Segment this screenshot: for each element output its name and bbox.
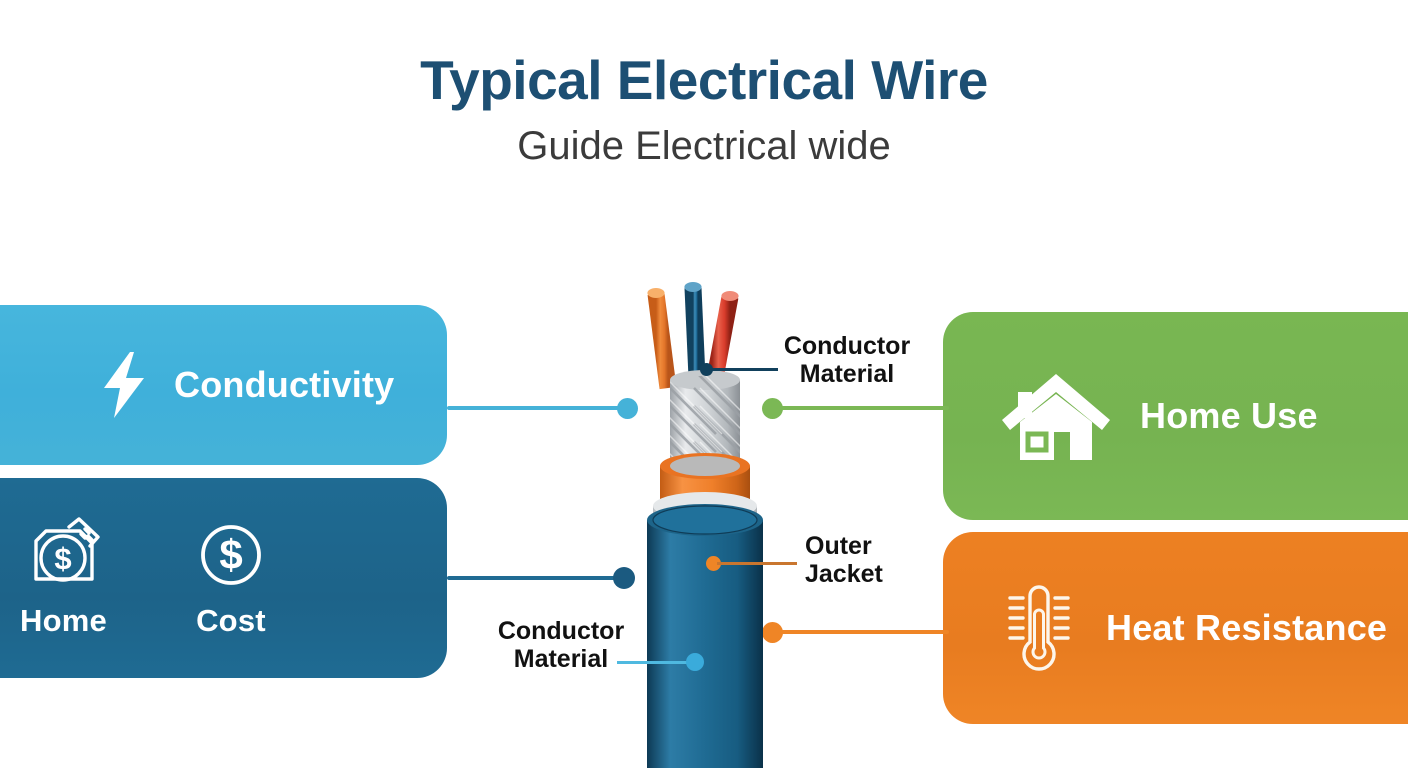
callout-leader-conductor-material-top [706, 368, 778, 371]
svg-text:$: $ [55, 541, 72, 576]
svg-text:$: $ [219, 531, 242, 578]
connector-dot-heat-resistance [762, 622, 783, 643]
callout-conductor-material-bottom-line2: Material [513, 645, 609, 674]
card-home-use-label: Home Use [1140, 395, 1318, 436]
lightning-bolt-icon [100, 352, 148, 418]
connector-dot-home-use [762, 398, 783, 419]
item-cost[interactable]: $ Cost [195, 517, 267, 639]
card-heat-resistance[interactable]: Heat Resistance [943, 532, 1408, 724]
house-icon [998, 368, 1114, 464]
header: Typical Electrical Wire Guide Electrical… [0, 49, 1408, 170]
callout-conductor-material-bottom-line1: Conductor [497, 617, 625, 645]
callout-dot-outer-jacket [706, 556, 721, 571]
card-heat-resistance-label: Heat Resistance [1106, 607, 1388, 648]
outer-jacket [647, 504, 763, 768]
callout-dot-conductor-material-bottom [686, 653, 704, 671]
wire-orange [647, 288, 677, 390]
item-home[interactable]: $ Home [20, 517, 107, 639]
connector-line-heat-resistance [781, 630, 949, 634]
card-conductivity[interactable]: Conductivity [0, 305, 447, 465]
connector-dot-conductivity [617, 398, 638, 419]
electrical-cable-illustration [647, 282, 763, 768]
callout-outer-jacket: Outer Jacket [805, 532, 945, 589]
callout-conductor-material-top-line2: Material [799, 360, 895, 389]
callout-conductor-material-top-line1: Conductor [783, 332, 911, 360]
card-conductivity-label: Conductivity [174, 364, 395, 405]
card-home-use[interactable]: Home Use [943, 312, 1408, 520]
page-subtitle: Guide Electrical wide [517, 123, 891, 168]
dollar-coin-icon: $ [195, 517, 267, 593]
callout-conductor-material-top: Conductor Material [783, 332, 911, 389]
price-tag-dollar-icon: $ [22, 517, 104, 593]
connector-line-conductivity [447, 406, 622, 410]
page-title: Typical Electrical Wire [420, 49, 988, 111]
callout-leader-conductor-material-bottom [617, 661, 695, 664]
connector-line-home-use [781, 406, 949, 410]
callout-outer-jacket-line1: Outer [805, 532, 872, 560]
thermometer-icon [998, 576, 1080, 680]
callout-leader-outer-jacket [717, 562, 797, 565]
item-home-label: Home [20, 603, 107, 638]
callout-outer-jacket-line2: Jacket [805, 560, 883, 589]
connector-dot-home-cost [613, 567, 635, 589]
callout-conductor-material-bottom: Conductor Material [487, 617, 635, 674]
card-home-cost[interactable]: $ Home $ Cost [0, 478, 447, 678]
connector-line-home-cost [447, 576, 619, 580]
item-cost-label: Cost [196, 603, 266, 638]
card-home-cost-items: $ Home $ Cost [0, 517, 267, 639]
